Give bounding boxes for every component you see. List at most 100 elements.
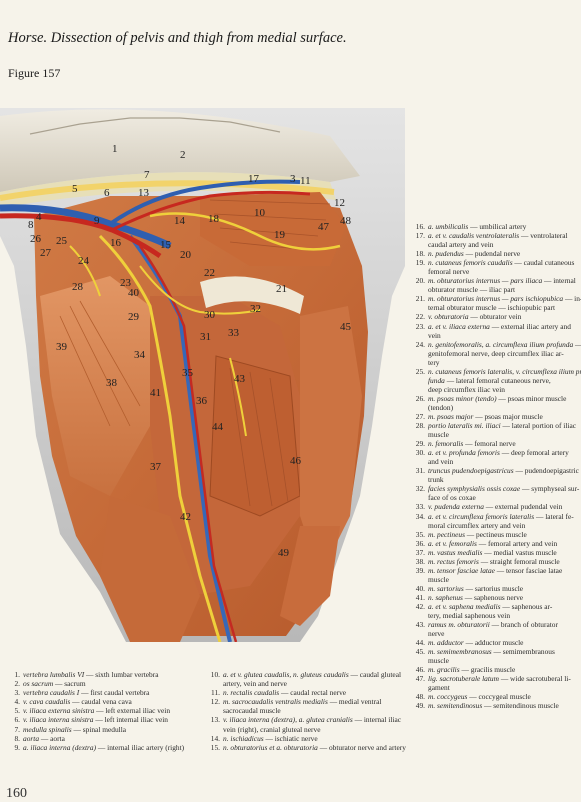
legend-entry: 5.v. iliaca externa sinistra — left exte… <box>6 706 204 715</box>
legend-entry-number: 6. <box>14 715 20 725</box>
legend-english-term: — <box>573 340 581 349</box>
legend-entry-number: 36. <box>415 538 425 548</box>
legend-entry: face of os coxae <box>408 493 581 502</box>
legend-entry-text: v. iliaca interna sinistra — left intern… <box>23 715 204 724</box>
legend-entry-text: trunk <box>428 475 581 484</box>
legend-entry-text: a. et v. caudalis ventrolateralis — vent… <box>428 231 581 240</box>
legend-latin-term: a. et v. caudalis ventrolateralis <box>428 231 520 241</box>
legend-entry-number: 37. <box>415 547 425 557</box>
legend-english-term: — semitendinous muscle <box>482 701 559 711</box>
legend-entry-number: 42. <box>415 601 425 611</box>
legend-english-term: — sacrum <box>53 679 86 689</box>
legend-latin-term: m. gracilis <box>428 665 460 675</box>
legend-entry-number <box>408 349 428 358</box>
legend-entry: 25.n. cutaneus femoris lateralis, v. cir… <box>408 367 581 376</box>
legend-entry-number <box>408 376 428 385</box>
callout-28: 28 <box>72 281 84 293</box>
legend-entry-text: a. et v. saphena medialis — saphenous ar… <box>428 602 581 611</box>
legend-english-term: — obturator vein <box>468 312 522 322</box>
legend-entry-number <box>408 683 428 692</box>
callout-35: 35 <box>182 367 194 379</box>
legend-english-term: — ischiatic nerve <box>263 733 318 743</box>
legend-entry: 20.m. obturatorius internus — pars iliac… <box>408 276 581 285</box>
legend-entry-text: m. semitendinosus — semitendinous muscle <box>428 701 581 710</box>
legend-english-term: caudal artery and vein <box>428 240 494 250</box>
legend-latin-term: n. obturatorius et a. obturatoria <box>223 742 318 752</box>
legend-latin-term: m. semimembranosus <box>428 647 492 657</box>
legend-entry-text: v. iliaca externa sinistra — left extern… <box>23 706 204 715</box>
legend-entry-text: n. femoralis — femoral nerve <box>428 439 581 448</box>
legend-english-term: — pectineus muscle <box>464 529 527 539</box>
legend-entry-number <box>408 358 428 367</box>
legend-entry-text: face of os coxae <box>428 493 581 502</box>
callout-30: 30 <box>204 309 216 321</box>
legend-english-term: — psoas minor muscle <box>496 393 567 403</box>
legend-english-term: nerve <box>428 629 445 639</box>
legend-latin-term: n. cutaneus femoris caudalis <box>428 258 513 268</box>
legend-english-term: — gracilis muscle <box>459 665 516 675</box>
legend-entry-text: aorta — aorta <box>23 734 204 743</box>
legend-english-term: — umbilical artery <box>468 222 527 231</box>
legend-entry-text: (tendon) <box>428 403 581 412</box>
legend-entry: tery, medial saphenous vein <box>408 611 581 620</box>
legend-entry: 30.a. et v. profunda femoris — deep femo… <box>408 448 581 457</box>
callout-3: 3 <box>290 173 296 185</box>
legend-english-term: moral circumflex artery and vein <box>428 520 526 530</box>
legend-entry: 31.truncus pudendoepigastricus — pudendo… <box>408 466 581 475</box>
legend-entry-text: caudal artery and vein <box>428 240 581 249</box>
legend-entry-number: 23. <box>415 321 425 331</box>
legend-english-term: — left internal iliac vein <box>93 715 168 725</box>
legend-english-term: — saphenous ar- <box>500 601 553 611</box>
legend-english-term: — wide sacrotuberal li- <box>498 674 571 684</box>
legend-entry: 27.m. psoas major — psoas major muscle <box>408 412 581 421</box>
legend-entry-number: 2. <box>14 679 20 689</box>
callout-2: 2 <box>180 149 186 161</box>
legend-entry-number: 5. <box>14 706 20 716</box>
legend-entry-number <box>408 457 428 466</box>
legend-entry: 43.ramus m. obturatorii — branch of obtu… <box>408 620 581 629</box>
callout-42: 42 <box>180 511 191 523</box>
legend-entry: femoral nerve <box>408 267 581 276</box>
legend-entry-text: a. et v. glutea caudalis, n. gluteus cau… <box>223 670 406 688</box>
legend-entry: 8.aorta — aorta <box>6 734 204 743</box>
legend-english-term: — medial vastus muscle <box>482 547 557 557</box>
legend-english-term: — caudal gluteal artery, vein and nerve <box>223 670 402 689</box>
legend-latin-term: a. iliaca interna (dextra) <box>23 742 97 752</box>
legend-latin-term: m. psoas minor (tendo) <box>428 393 497 403</box>
legend-latin-term: v. iliaca interna (dextra), a. glutea cr… <box>223 715 353 725</box>
legend-entry: 11.n. rectalis caudalis — caudal rectal … <box>206 688 406 697</box>
callout-17: 17 <box>248 173 260 185</box>
legend-english-term: — lateral femoral cutaneous nerve, <box>444 375 551 385</box>
legend-entry: 24.n. genitofemoralis, a. circumflexa il… <box>408 340 581 349</box>
legend-latin-term: a. et v. femoralis <box>428 538 477 548</box>
legend-english-term: — in- <box>563 294 581 304</box>
legend-english-term: — pudendal nerve <box>463 249 521 259</box>
legend-entry: muscle <box>408 656 581 665</box>
legend-entry-text: os sacrum — sacrum <box>23 679 204 688</box>
legend-english-term: — sixth lumbar vertebra <box>84 670 159 679</box>
legend-entry-number <box>408 285 428 294</box>
legend-latin-term: a. umbilicalis <box>428 222 469 231</box>
legend-entry-text: v. cava caudalis — caudal vena cava <box>23 697 204 706</box>
legend-english-term: — branch of obturator <box>489 620 558 630</box>
legend-english-term: — symphyseal sur- <box>520 484 580 494</box>
legend-entry: 26.m. psoas minor (tendo) — psoas minor … <box>408 394 581 403</box>
legend-latin-term: facies symphysialis ossis coxae <box>428 484 521 494</box>
legend-english-term: — obturator nerve and artery <box>317 742 406 752</box>
legend-entry: 15.n. obturatorius et a. obturatoria — o… <box>206 743 406 752</box>
legend-latin-term: m. rectus femoris <box>428 556 479 566</box>
legend-entry-number <box>408 611 428 620</box>
callout-27: 27 <box>40 247 52 259</box>
legend-entry-text: n. pudendus — pudendal nerve <box>428 249 581 258</box>
legend-entry: 42.a. et v. saphena medialis — saphenous… <box>408 602 581 611</box>
legend-english-term: — left external iliac vein <box>94 706 171 716</box>
legend-entry: 6.v. iliaca interna sinistra — left inte… <box>6 715 204 724</box>
legend-latin-term: m. psoas major <box>428 411 474 421</box>
legend-english-term: — medial ventral sacrocaudal muscle <box>223 697 382 716</box>
legend-latin-term: m. sartorius <box>428 583 464 593</box>
legend-entry: 10.a. et v. glutea caudalis, n. gluteus … <box>206 670 406 688</box>
legend-latin-term: m. obturatorius internus — pars iliaca <box>428 276 543 286</box>
legend-english-term: — saphenous nerve <box>462 592 524 602</box>
legend-entry-number <box>408 493 428 502</box>
